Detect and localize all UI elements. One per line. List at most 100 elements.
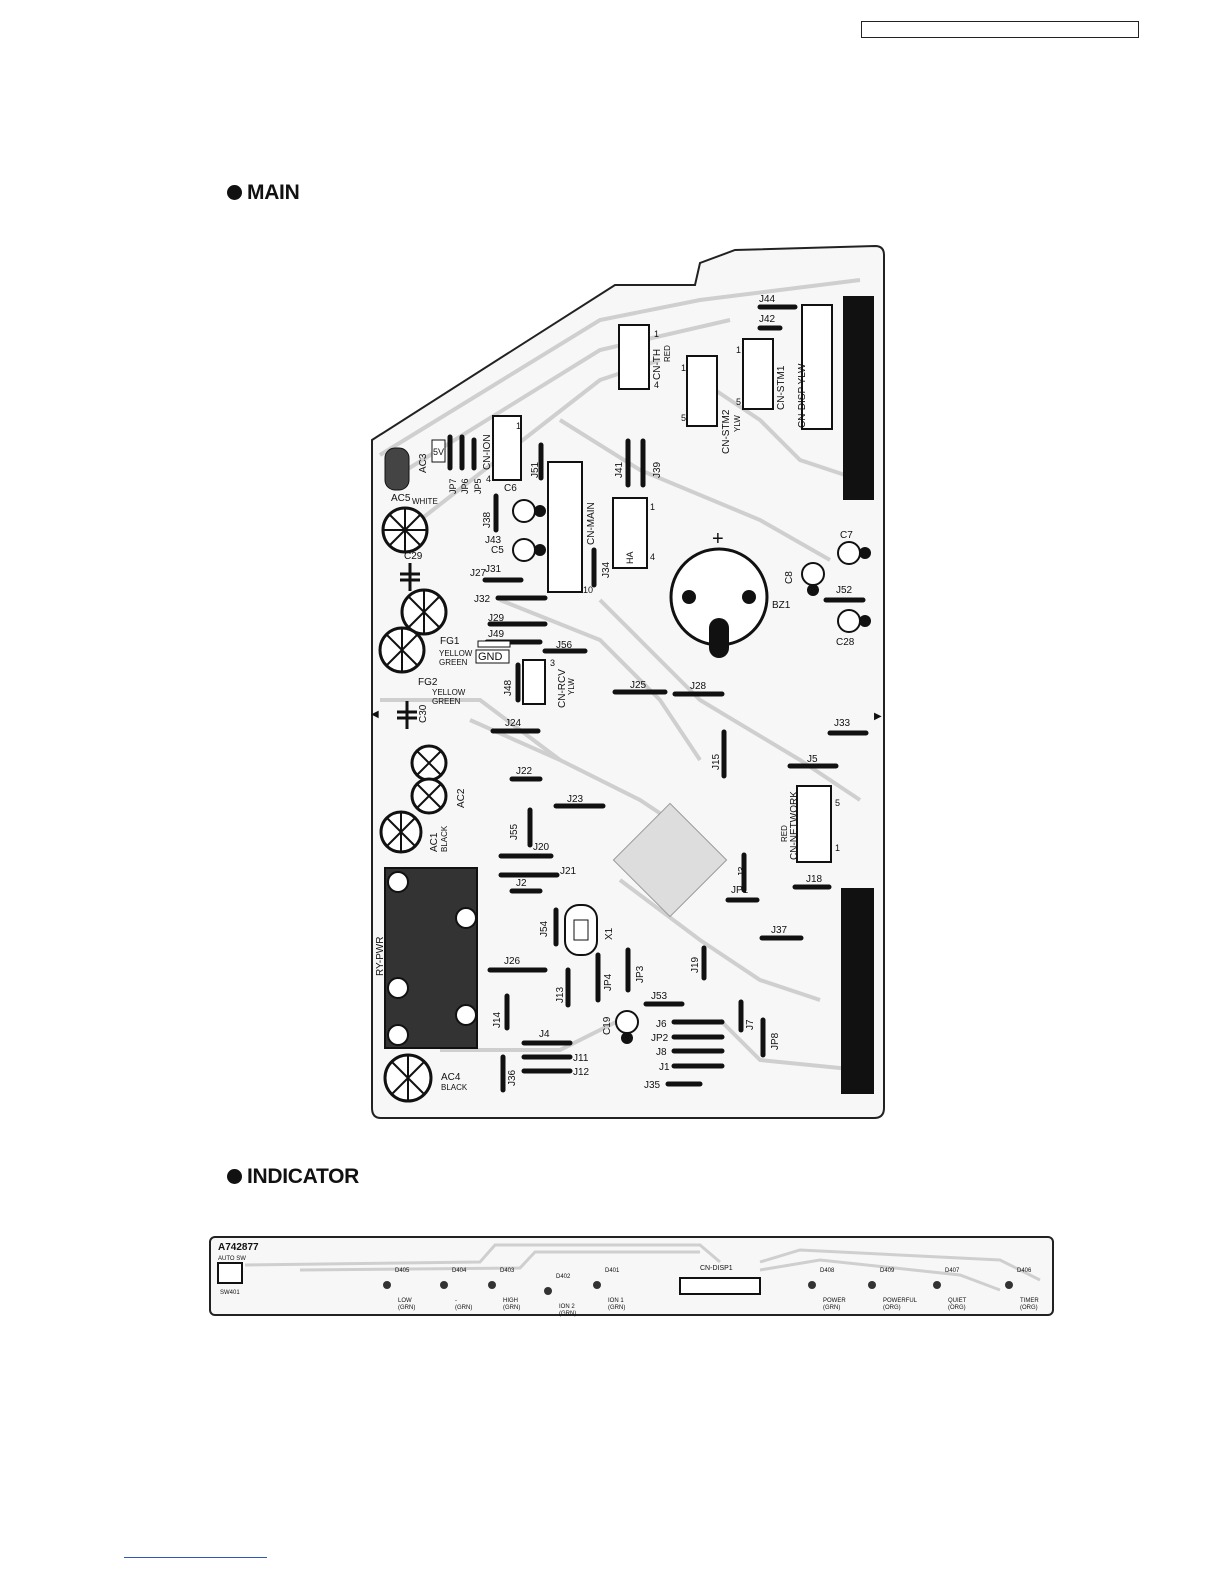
crystal-x1 [564, 904, 598, 956]
svg-text:J21: J21 [560, 866, 577, 877]
svg-text:J36: J36 [507, 1069, 518, 1086]
led-d408 [808, 1281, 816, 1289]
svg-text:WHITE: WHITE [412, 497, 438, 506]
svg-text:J25: J25 [630, 680, 647, 691]
svg-text:CN-STM2: CN-STM2 [721, 409, 732, 454]
led-color-label: (ORG) [1020, 1305, 1038, 1311]
svg-text:J23: J23 [567, 794, 584, 805]
svg-text:HA: HA [625, 551, 635, 564]
led-id-label: D408 [820, 1268, 835, 1274]
svg-text:J51: J51 [530, 461, 541, 478]
led-d402 [544, 1287, 552, 1295]
led-function-label: LOW [398, 1298, 412, 1304]
led-d403 [488, 1281, 496, 1289]
display-bar-bottom [841, 888, 874, 1094]
svg-text:4: 4 [654, 380, 659, 390]
header-box [861, 21, 1139, 38]
svg-text:AC2: AC2 [456, 788, 467, 808]
led-function-label: ION 1 [608, 1298, 624, 1304]
led-function-label: POWER [823, 1298, 846, 1304]
svg-text:J39: J39 [652, 461, 663, 478]
main-board-outline [371, 244, 885, 1119]
svg-text:J6: J6 [656, 1019, 667, 1030]
led-function-label: ION 2 [559, 1304, 575, 1310]
led-id-label: D403 [500, 1268, 515, 1274]
svg-text:C7: C7 [840, 530, 853, 541]
svg-text:J13: J13 [555, 986, 566, 1003]
jumpers [447, 304, 869, 1093]
svg-text:J24: J24 [505, 718, 522, 729]
svg-text:J49: J49 [488, 629, 505, 640]
led-d409 [868, 1281, 876, 1289]
led-color-label: (GRN) [608, 1305, 625, 1311]
svg-text:C19: C19 [602, 1016, 613, 1035]
svg-text:J32: J32 [474, 594, 491, 605]
svg-text:1: 1 [681, 363, 686, 373]
led-function-label: QUIET [948, 1298, 967, 1304]
svg-text:1: 1 [654, 329, 659, 339]
center-triangle-right: ▶ [874, 711, 882, 722]
svg-text:+: + [712, 528, 724, 550]
led-color-label: (GRN) [503, 1305, 520, 1311]
svg-text:CN-MAIN: CN-MAIN [586, 502, 597, 545]
svg-text:J18: J18 [806, 874, 823, 885]
svg-text:J2: J2 [516, 878, 527, 889]
cn-stm2 [686, 355, 718, 427]
center-triangle-left: ◀ [371, 709, 379, 720]
auto-switch [217, 1262, 243, 1284]
buzzer-bz1 [669, 547, 769, 647]
svg-text:J27: J27 [470, 568, 487, 579]
svg-text:J19: J19 [690, 956, 701, 973]
svg-text:J12: J12 [573, 1067, 590, 1078]
svg-text:4: 4 [486, 474, 491, 484]
svg-text:1: 1 [516, 421, 521, 431]
svg-text:GREEN: GREEN [439, 658, 468, 667]
svg-text:CN-STM1: CN-STM1 [776, 365, 787, 410]
ac5-terminal [381, 506, 429, 554]
svg-text:J35: J35 [644, 1080, 661, 1091]
svg-text:J48: J48 [503, 679, 514, 696]
svg-text:J34: J34 [601, 561, 612, 578]
svg-text:J37: J37 [771, 925, 788, 936]
svg-text:RY-PWR: RY-PWR [375, 937, 386, 976]
svg-text:AC4: AC4 [441, 1072, 461, 1083]
svg-text:1: 1 [835, 843, 840, 853]
svg-text:J31: J31 [485, 564, 502, 575]
svg-text:C29: C29 [404, 551, 423, 562]
svg-text:CN-RCV: CN-RCV [557, 669, 568, 708]
svg-text:1: 1 [736, 345, 741, 355]
gnd-box [475, 649, 510, 664]
svg-text:J33: J33 [834, 718, 851, 729]
led-d401 [593, 1281, 601, 1289]
svg-text:J52: J52 [836, 585, 853, 596]
svg-text:A742877: A742877 [218, 1242, 259, 1253]
led-color-label: (GRN) [455, 1305, 472, 1311]
led-color-label: (GRN) [823, 1305, 840, 1311]
led-id-label: D402 [556, 1274, 571, 1280]
svg-text:AC5: AC5 [391, 493, 411, 504]
svg-text:J56: J56 [556, 640, 573, 651]
footer-link[interactable] [124, 1557, 267, 1558]
led-function-label: TIMER [1020, 1298, 1039, 1304]
svg-text:C28: C28 [836, 637, 855, 648]
led-id-label: D406 [1017, 1268, 1032, 1274]
ac1-terminal [379, 810, 423, 854]
five-v-box [431, 439, 446, 463]
ac4-terminal [383, 1053, 433, 1103]
ac2-terminal-b [410, 777, 448, 815]
led-function-label: HIGH [503, 1298, 518, 1304]
svg-text:YELLOW: YELLOW [432, 688, 466, 697]
ha-connector [612, 497, 648, 569]
svg-text:SW401: SW401 [220, 1290, 240, 1296]
svg-text:J38: J38 [482, 511, 493, 528]
svg-text:3: 3 [550, 658, 555, 668]
svg-text:GND: GND [478, 651, 503, 663]
led-function-label: - [455, 1298, 457, 1304]
svg-text:JP1: JP1 [731, 885, 749, 896]
svg-text:FG1: FG1 [440, 636, 460, 647]
svg-text:CN-TH: CN-TH [652, 349, 663, 380]
svg-text:BLACK: BLACK [441, 1083, 468, 1092]
svg-text:J26: J26 [504, 956, 521, 967]
ac2-terminal-a [410, 744, 448, 782]
